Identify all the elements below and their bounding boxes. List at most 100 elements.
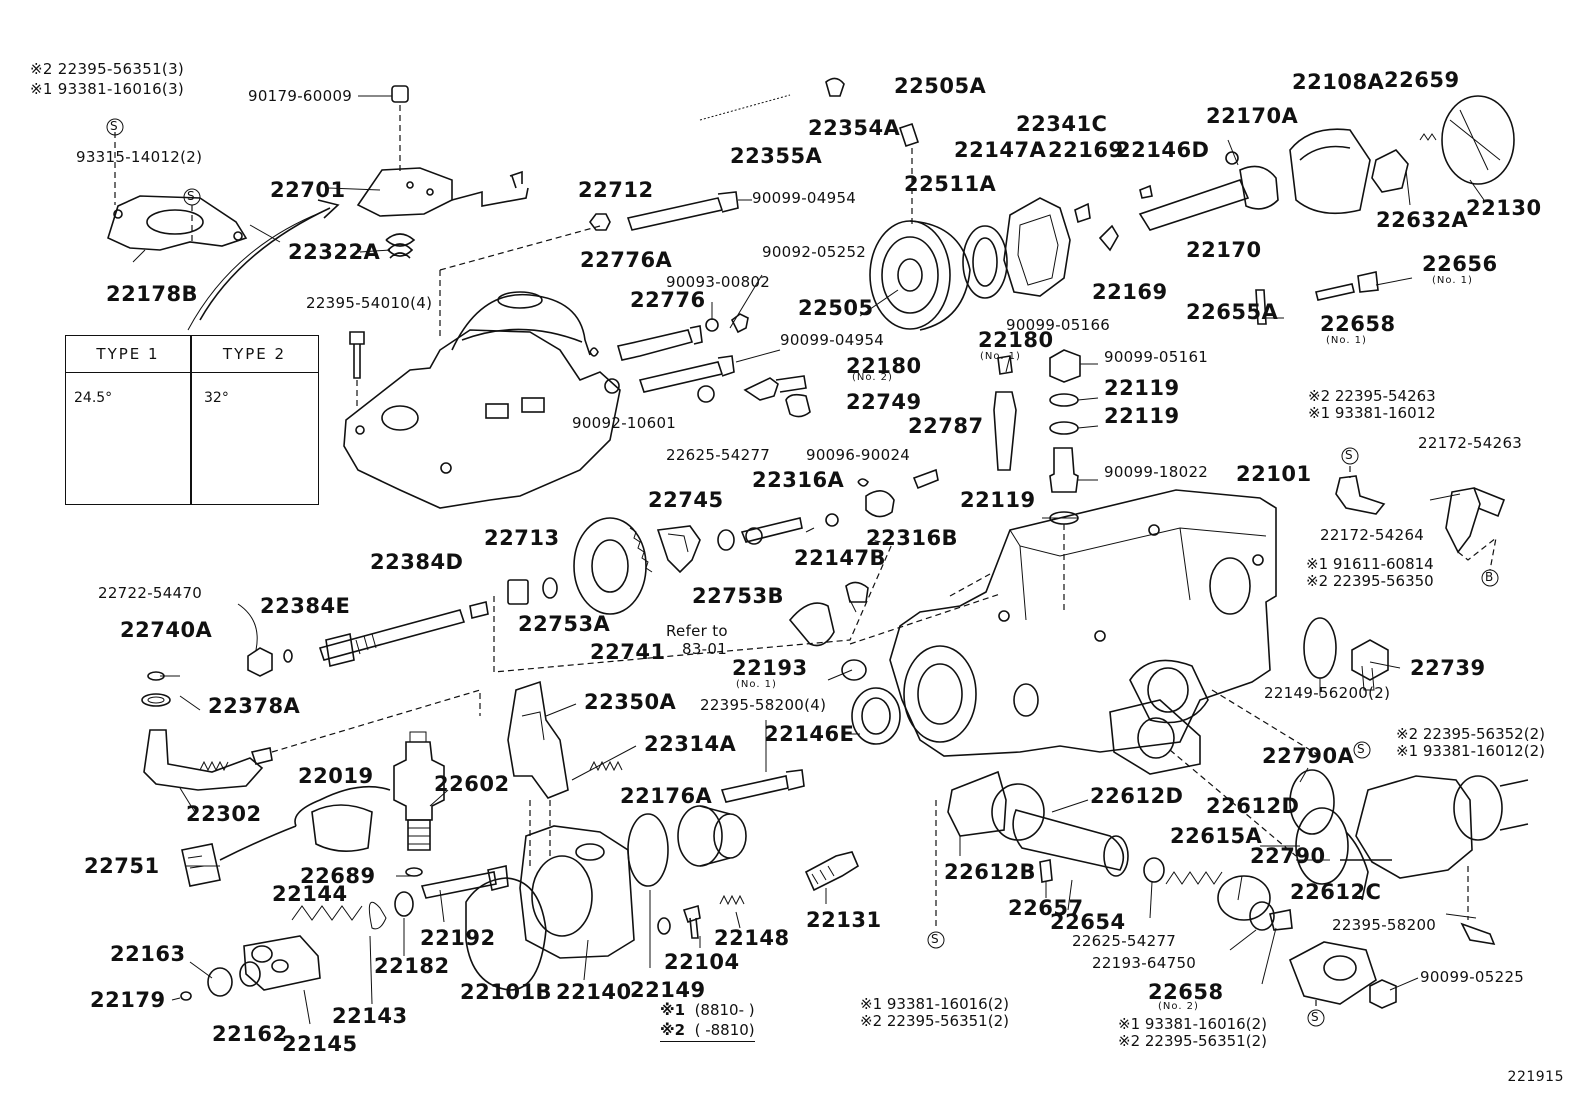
- note-line: ※2 22395-56351(2): [1118, 1032, 1267, 1051]
- legend-key-1: ※1: [660, 1001, 686, 1019]
- legend-row-1: ※1 (8810- ): [660, 1000, 755, 1020]
- sub-label: (No. 2): [852, 372, 893, 383]
- part-label: 22790A: [1262, 744, 1355, 768]
- type2-angle: 32°: [204, 390, 229, 406]
- part-label: 22751: [84, 854, 160, 878]
- sub-label: (No. 1): [736, 679, 777, 690]
- part-label: 22172-54264: [1320, 526, 1425, 544]
- s-marker: S: [1357, 742, 1365, 756]
- part-label: 22119: [1104, 376, 1180, 400]
- part-label: 90099-04954: [752, 189, 857, 207]
- part-label: 22148: [714, 926, 790, 950]
- part-label: 22787: [908, 414, 984, 438]
- part-label: 22019: [298, 764, 374, 788]
- part-label: 22741: [590, 640, 666, 664]
- part-label: 22180: [846, 354, 922, 378]
- part-label: 22101B: [460, 980, 553, 1004]
- part-label: 22170A: [1206, 104, 1299, 128]
- part-label: 22170: [1186, 238, 1262, 262]
- note-line: ※1 91611-60814: [1306, 555, 1434, 573]
- part-label: 22147B: [794, 546, 887, 570]
- part-label: 90092-05252: [762, 243, 867, 261]
- note-block: ※1 93381-16016(2) ※2 22395-56351(2): [860, 995, 1009, 1031]
- part-label: 22602: [434, 772, 510, 796]
- part-label: 22739: [1410, 656, 1486, 680]
- part-label: 90099-18022: [1104, 463, 1209, 481]
- part-label: 22119: [1104, 404, 1180, 428]
- part-label: 22776: [630, 288, 706, 312]
- part-label: 22140: [556, 980, 632, 1004]
- part-label: 22776A: [580, 248, 673, 272]
- s-marker: S: [1345, 448, 1353, 462]
- part-label: 90099-04954: [780, 331, 885, 349]
- part-label: 22162: [212, 1022, 288, 1046]
- part-label: 22745: [648, 488, 724, 512]
- note-block: ※1 91611-60814 ※2 22395-56350: [1306, 555, 1434, 591]
- part-label: 22749: [846, 390, 922, 414]
- part-label: 22713: [484, 526, 560, 550]
- part-label: 22192: [420, 926, 496, 950]
- part-label: 22790: [1250, 844, 1326, 868]
- sub-label: (No. 1): [980, 351, 1021, 362]
- part-label: 22178B: [106, 282, 199, 306]
- part-label: ※2 22395-56351(3): [30, 60, 185, 78]
- part-label: 22654: [1050, 910, 1126, 934]
- part-label: 22101: [1236, 462, 1312, 486]
- figure-reference-number: 221915: [1507, 1069, 1564, 1085]
- part-label: 22384E: [260, 594, 351, 618]
- part-label: 22176A: [620, 784, 713, 808]
- part-label: 22658: [1320, 312, 1396, 336]
- part-label: 22625-54277: [666, 446, 771, 464]
- part-label: 22145: [282, 1032, 358, 1056]
- part-label: 22149: [630, 978, 706, 1002]
- part-label: 90092-10601: [572, 414, 677, 432]
- s-marker: S: [187, 189, 195, 203]
- note-line: ※2 22395-56351(2): [860, 1012, 1009, 1031]
- note-line: ※1 93381-16016(2): [860, 995, 1009, 1013]
- legend: ※1 (8810- ) ※2 ( -8810): [660, 1000, 755, 1042]
- part-label: 22130: [1466, 196, 1542, 220]
- part-label: 22395-58200(4): [700, 696, 827, 714]
- part-label: 22149-56200(2): [1264, 684, 1391, 702]
- part-label: 22505A: [894, 74, 987, 98]
- part-label: 22656: [1422, 252, 1498, 276]
- s-marker: S: [931, 932, 939, 946]
- part-label: 22753A: [518, 612, 611, 636]
- part-label: 90099-05225: [1420, 968, 1525, 986]
- legend-key-2: ※2: [660, 1021, 686, 1040]
- part-label: 22143: [332, 1004, 408, 1028]
- part-label: 22712: [578, 178, 654, 202]
- note-line: ※1 93381-16012(2): [1396, 742, 1545, 761]
- type2-header: TYPE 2: [191, 336, 318, 373]
- note-line: ※1 93381-16012: [1308, 404, 1436, 423]
- part-label: 22740A: [120, 618, 213, 642]
- part-label: Refer to: [666, 622, 728, 640]
- part-label: 22722-54470: [98, 584, 203, 602]
- part-label: 90099-05161: [1104, 348, 1209, 366]
- part-label: 22179: [90, 988, 166, 1012]
- part-label: 83-01: [682, 640, 728, 658]
- part-label: 22193-64750: [1092, 954, 1197, 972]
- legend-value-2: ( -8810): [694, 1021, 755, 1040]
- part-label: 22169: [1092, 280, 1168, 304]
- note-line: ※2 22395-56350: [1306, 572, 1434, 591]
- part-label: ※1 93381-16016(3): [30, 80, 185, 98]
- part-label: 22753B: [692, 584, 785, 608]
- note-line: ※2 22395-54263: [1308, 387, 1436, 405]
- sub-label: (No. 1): [1326, 335, 1367, 346]
- part-label: 22689: [300, 864, 376, 888]
- part-label: 22505: [798, 296, 874, 320]
- b-marker: B: [1485, 570, 1494, 584]
- part-label: 22701: [270, 178, 346, 202]
- part-label: 22658: [1148, 980, 1224, 1004]
- type-comparison-box: TYPE 1 TYPE 2: [65, 335, 319, 505]
- part-label: 22193: [732, 656, 808, 680]
- part-label: 22354A: [808, 116, 901, 140]
- type1-angle: 24.5°: [74, 390, 113, 406]
- type1-header: TYPE 1: [66, 336, 190, 373]
- part-label: 90093-00802: [666, 273, 771, 291]
- legend-value-1: (8810- ): [694, 1001, 755, 1019]
- part-label: 22314A: [644, 732, 737, 756]
- part-label: 22146E: [764, 722, 855, 746]
